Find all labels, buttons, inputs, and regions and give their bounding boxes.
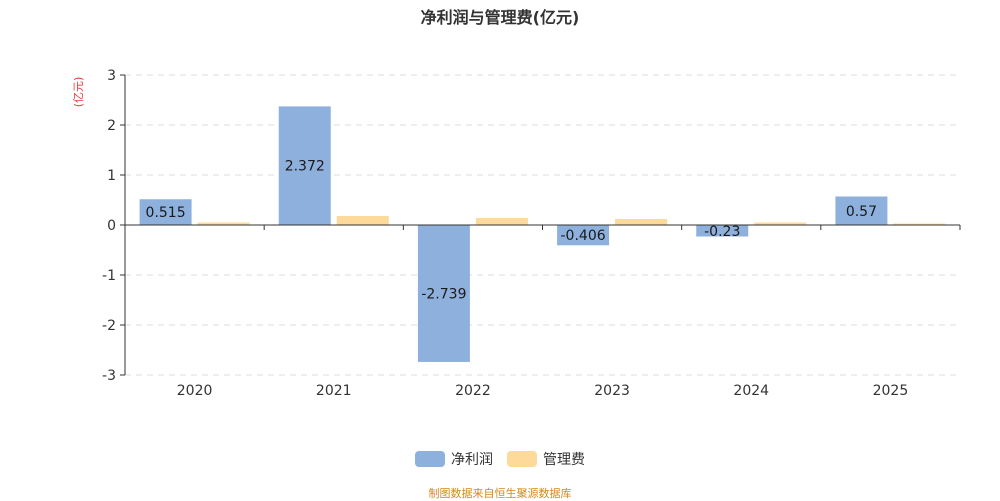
y-tick-label: -3 bbox=[102, 368, 116, 384]
source-note: 制图数据来自恒生聚源数据库 bbox=[428, 487, 572, 500]
y-tick-label: -1 bbox=[102, 268, 116, 284]
x-tick-label: 2022 bbox=[455, 383, 491, 399]
chart-title: 净利润与管理费(亿元) bbox=[420, 8, 580, 27]
y-tick-label: 0 bbox=[107, 218, 116, 234]
x-tick-label: 2021 bbox=[316, 383, 352, 399]
bar-net-profit bbox=[557, 225, 610, 246]
x-tick-label: 2020 bbox=[177, 383, 213, 399]
bar-admin-expense bbox=[754, 222, 807, 225]
legend-swatch-net-profit bbox=[415, 451, 445, 467]
legend-item-net-profit[interactable]: 净利润 bbox=[415, 449, 493, 469]
legend: 净利润 管理费 bbox=[0, 449, 1000, 469]
data-label-net-profit: 2.372 bbox=[285, 159, 325, 175]
data-label-net-profit: 0.57 bbox=[846, 204, 877, 220]
legend-label-admin-expense: 管理费 bbox=[543, 452, 585, 468]
data-label-net-profit: -2.739 bbox=[421, 286, 466, 302]
bar-admin-expense bbox=[336, 216, 389, 225]
y-tick-label: 3 bbox=[107, 68, 116, 84]
legend-swatch-admin-expense bbox=[507, 451, 537, 467]
data-label-net-profit: 0.515 bbox=[146, 205, 186, 221]
bar-net-profit bbox=[278, 106, 331, 225]
data-label-net-profit: -0.406 bbox=[561, 228, 606, 244]
bar-net-profit bbox=[139, 199, 192, 225]
y-tick-label: -2 bbox=[102, 318, 116, 334]
x-tick-label: 2024 bbox=[733, 383, 769, 399]
bar-admin-expense bbox=[893, 223, 946, 225]
bar-net-profit bbox=[835, 196, 888, 225]
x-tick-label: 2023 bbox=[594, 383, 630, 399]
bar-net-profit bbox=[696, 225, 749, 237]
legend-label-net-profit: 净利润 bbox=[451, 452, 493, 468]
bar-admin-expense bbox=[475, 218, 528, 225]
bar-admin-expense bbox=[197, 222, 250, 225]
bar-admin-expense bbox=[615, 219, 668, 225]
legend-item-admin-expense[interactable]: 管理费 bbox=[507, 449, 585, 469]
bar-net-profit bbox=[417, 225, 470, 362]
data-label-net-profit: -0.23 bbox=[704, 224, 740, 240]
y-tick-label: 2 bbox=[107, 118, 116, 134]
x-tick-label: 2025 bbox=[873, 383, 909, 399]
y-tick-label: 1 bbox=[107, 168, 116, 184]
